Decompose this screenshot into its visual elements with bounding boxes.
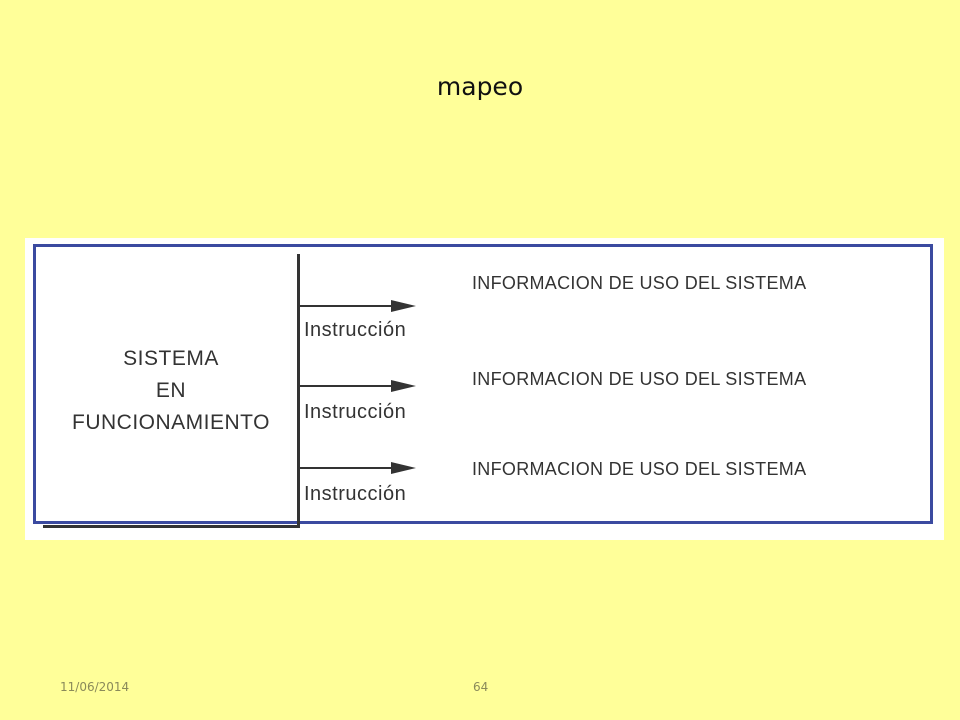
output-label-1: INFORMACION DE USO DEL SISTEMA xyxy=(472,273,807,293)
system-label-line-2: EN xyxy=(155,379,187,402)
footer-date: 11/06/2014 xyxy=(60,680,130,694)
arrow-1 xyxy=(300,300,416,312)
footer-page-number: 64 xyxy=(473,680,489,694)
system-box: SISTEMA EN FUNCIONAMIENTO xyxy=(43,254,300,528)
output-label-3: INFORMACION DE USO DEL SISTEMA xyxy=(472,459,807,479)
arrow-3 xyxy=(300,462,416,474)
system-label-line-1: SISTEMA xyxy=(123,347,219,370)
instruction-label-2: Instrucción xyxy=(304,401,407,423)
instruction-label-1: Instrucción xyxy=(304,319,407,341)
arrows-layer xyxy=(300,300,416,474)
system-label-line-3: FUNCIONAMIENTO xyxy=(72,411,270,434)
slide-title: mapeo xyxy=(436,72,524,101)
diagram-frame: SISTEMA EN FUNCIONAMIENTO Instrucción In… xyxy=(33,244,933,528)
diagram-figure: SISTEMA EN FUNCIONAMIENTO Instrucción In… xyxy=(25,238,944,540)
arrow-2 xyxy=(300,380,416,392)
output-label-2: INFORMACION DE USO DEL SISTEMA xyxy=(472,369,807,389)
instruction-label-3: Instrucción xyxy=(304,483,407,505)
